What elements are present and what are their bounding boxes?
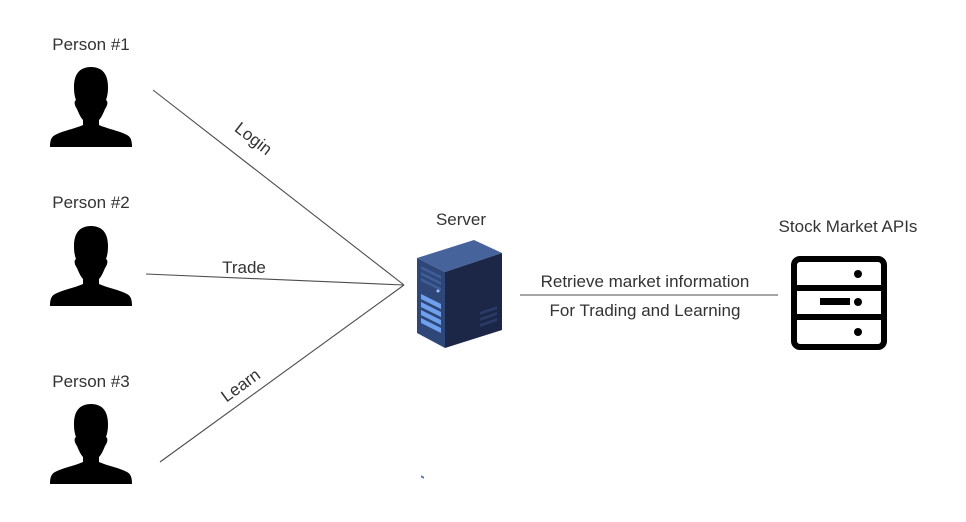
edge-label-purpose: For Trading and Learning [550,301,741,320]
edge-label-login: Login [231,118,276,159]
person-label-2: Person #2 [52,193,130,212]
edge-label-retrieve: Retrieve market information [541,272,750,291]
person-node-2[interactable]: Person #2 [50,193,132,306]
database-server-icon [791,256,887,350]
person-icon [50,67,132,147]
server-node[interactable]: Server [417,210,502,479]
edge-label-learn: Learn [218,365,264,406]
server-label: Server [436,210,486,229]
edge-label-trade: Trade [222,258,266,277]
api-node[interactable]: Stock Market APIs [779,217,918,350]
api-label: Stock Market APIs [779,217,918,236]
edge-learn [159,284,405,463]
edge-login [152,89,405,286]
server-tower-icon [417,240,502,479]
person-icon [50,404,132,484]
person-node-1[interactable]: Person #1 [50,35,132,147]
person-label-3: Person #3 [52,372,130,391]
person-label-1: Person #1 [52,35,130,54]
person-node-3[interactable]: Person #3 [50,372,132,484]
edge-trade [145,273,405,286]
person-icon [50,226,132,306]
